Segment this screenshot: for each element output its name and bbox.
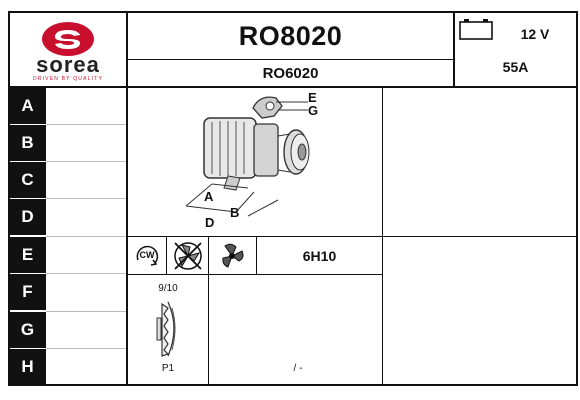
voltage-value: 12 V (520, 26, 550, 42)
row-label-g: G (9, 312, 46, 348)
callout-a: A (204, 189, 214, 204)
alternator-image (185, 96, 310, 217)
row-label-e: E (9, 237, 46, 273)
rotation-cw-icon (136, 245, 159, 266)
brand-logo: sorea DRIVEN BY QUALITY (10, 13, 126, 86)
logo-wordmark: sorea (36, 52, 100, 77)
pulley-grooves: 9/10 (158, 282, 178, 294)
callout-g: G (308, 103, 319, 118)
alt-reference-number: RO6020 (262, 64, 319, 82)
row-label-f: F (9, 274, 46, 310)
sorea-logo-icon (42, 22, 94, 56)
reference-number: RO8020 (238, 20, 343, 51)
row-label-d: D (9, 199, 46, 235)
fan-icon (222, 243, 244, 268)
row-label-c: C (9, 162, 46, 198)
callout-e: E (308, 90, 317, 105)
misc-value: / - (293, 362, 303, 374)
callout-d: D (205, 215, 215, 230)
rotation-label: CW (139, 250, 155, 260)
amperage-value: 55A (502, 59, 529, 75)
alternator-diagram: E G A B D (128, 88, 382, 236)
pulley-type: P1 (161, 362, 175, 374)
row-label-a: A (9, 88, 46, 124)
row-label-h: H (9, 349, 46, 385)
no-fan-icon (174, 242, 202, 270)
rotation-cell: CW (129, 239, 165, 273)
pulley-code: 6H10 (302, 247, 337, 264)
logo-tagline: DRIVEN BY QUALITY (32, 76, 104, 82)
row-label-b: B (9, 125, 46, 161)
callout-b: B (230, 205, 240, 220)
pulley-icon (156, 301, 176, 357)
battery-icon (459, 19, 493, 40)
